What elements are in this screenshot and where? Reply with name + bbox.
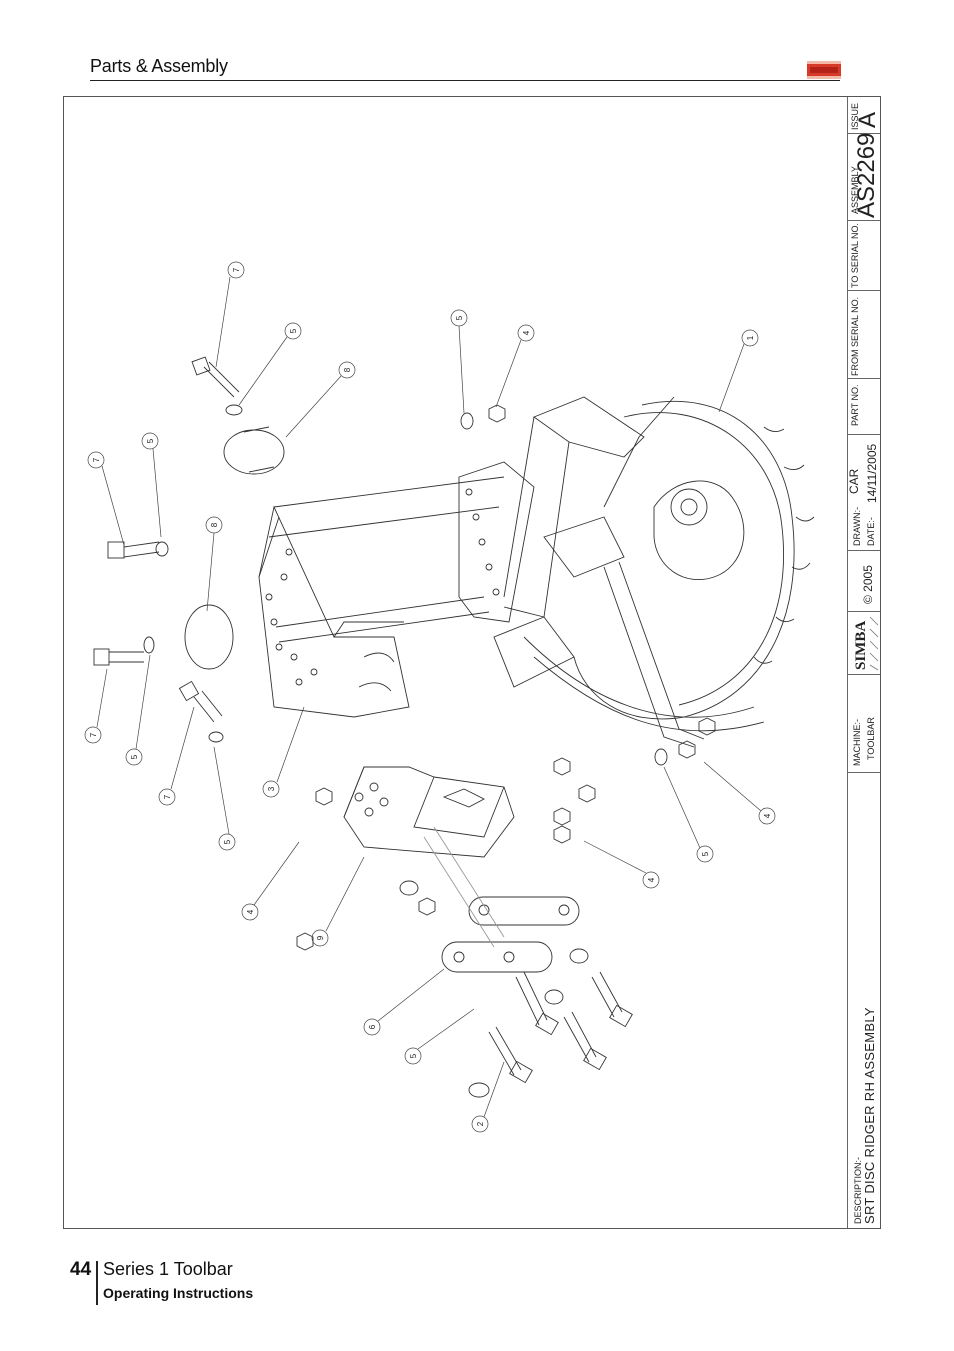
- date-value: 14/11/2005: [865, 443, 879, 503]
- machine-value: TOOLBAR: [866, 717, 876, 760]
- clamp-block: [343, 766, 515, 858]
- callout-7: 7: [163, 794, 172, 799]
- disc-blade: [523, 396, 815, 732]
- bolt-7-a: [203, 361, 240, 398]
- drawn-label: DRAWN:-: [852, 506, 862, 546]
- clamp-plate-upper: [468, 896, 580, 926]
- mounting-bracket: [258, 505, 410, 718]
- description-value: SRT DISC RIDGER RH ASSEMBLY: [862, 1007, 877, 1224]
- callout-5: 5: [289, 328, 298, 333]
- footer-subtitle: Operating Instructions: [103, 1285, 254, 1301]
- copyright-text: © 2005: [861, 565, 875, 604]
- exploded-assembly-drawing: 7 5 8 5 4 1 7 5 8 7 5 7 5 3 4 4 9 4 5 6 …: [84, 261, 815, 1133]
- machine-label: MACHINE:-: [852, 719, 862, 766]
- callout-8: 8: [210, 522, 219, 527]
- drawn-value: CAR: [847, 468, 861, 494]
- callout-5: 5: [455, 315, 464, 320]
- header-rule: [90, 80, 840, 81]
- callout-5: 5: [223, 839, 232, 844]
- callout-1: 1: [746, 335, 755, 340]
- to-serial-label: TO SERIAL NO.: [850, 222, 860, 288]
- hub-plate-lower: [184, 604, 234, 670]
- frame-housing: [458, 396, 705, 748]
- long-bolt-1: [488, 1026, 522, 1076]
- simba-logo-swoosh-icon: [869, 616, 879, 671]
- callout-5: 5: [130, 754, 139, 759]
- issue-value: A: [854, 111, 881, 128]
- assembly-number: AS2269: [853, 132, 880, 218]
- hub-plate-upper: [223, 429, 285, 475]
- callout-5: 5: [701, 851, 710, 856]
- callout-5: 5: [409, 1053, 418, 1058]
- shaft-lines: [268, 476, 505, 643]
- part-callouts: 7 5 8 5 4 1 7 5 8 7 5 7 5 3 4 4 9 4 5 6 …: [84, 261, 776, 1133]
- section-title: Parts & Assembly: [90, 56, 228, 76]
- callout-7: 7: [232, 267, 241, 272]
- part-no-label: PART NO.: [850, 384, 860, 426]
- callout-7: 7: [92, 457, 101, 462]
- footer-divider: [96, 1261, 98, 1305]
- clamp-plate-lower: [441, 941, 553, 973]
- simba-logo-icon: [807, 61, 841, 79]
- callout-4: 4: [522, 330, 531, 335]
- callout-6: 6: [368, 1024, 377, 1029]
- drawing-frame: [63, 96, 881, 1229]
- callout-3: 3: [267, 786, 276, 791]
- page-number: 44: [70, 1259, 92, 1280]
- callout-2: 2: [476, 1121, 485, 1126]
- from-serial-label: FROM SERIAL NO.: [850, 296, 860, 376]
- callout-7: 7: [89, 732, 98, 737]
- callout-4: 4: [246, 909, 255, 914]
- callout-4: 4: [647, 877, 656, 882]
- title-block-divider: [847, 97, 848, 1228]
- date-label: DATE:-: [866, 517, 876, 546]
- callout-5: 5: [146, 438, 155, 443]
- callout-4: 4: [763, 813, 772, 818]
- footer-series-title: Series 1 Toolbar: [103, 1259, 233, 1279]
- callout-8: 8: [343, 367, 352, 372]
- callout-9: 9: [316, 935, 325, 940]
